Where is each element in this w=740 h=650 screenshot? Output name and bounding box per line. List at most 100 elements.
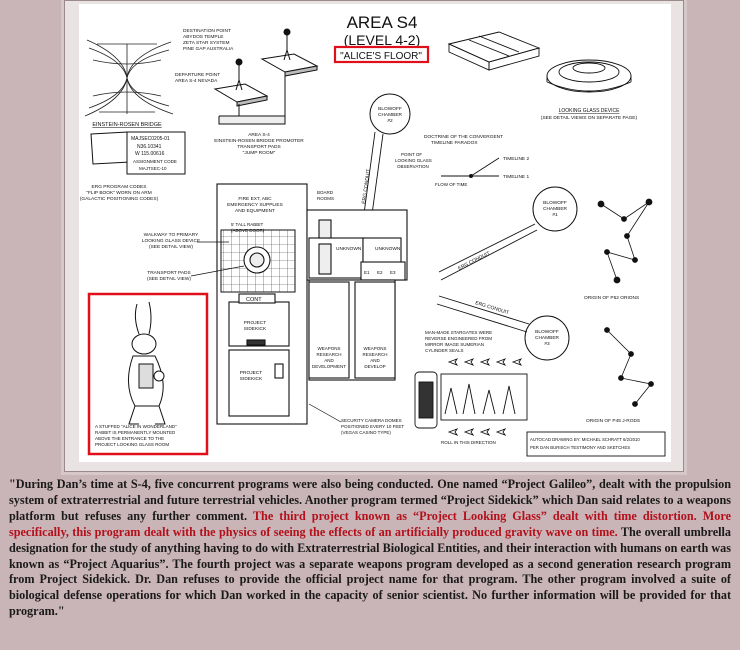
svg-text:BLOWOFF: BLOWOFF: [543, 200, 567, 206]
caption-highlight: The third project known as “Project Look…: [9, 508, 731, 539]
svg-text:CHAMBER: CHAMBER: [378, 112, 403, 118]
svg-text:TIMELINE 2: TIMELINE 2: [503, 156, 529, 162]
svg-text:LOOKING GLASS DEVICE: LOOKING GLASS DEVICE: [142, 238, 200, 244]
svg-text:"FLIP BOOK" WORN ON ARM: "FLIP BOOK" WORN ON ARM: [86, 190, 151, 196]
svg-text:E1: E1: [364, 270, 370, 275]
isometric-room-graphic: [447, 31, 541, 71]
autocad-credit-line2: PER DAN BURISCH TESTIMONY AND SKETCHES: [530, 445, 630, 450]
svg-text:AND EQUIPMENT: AND EQUIPMENT: [235, 208, 275, 214]
svg-text:SIDEKICK: SIDEKICK: [244, 326, 267, 332]
svg-text:UNKNOWN: UNKNOWN: [375, 246, 401, 252]
svg-text:DEPARTURE POINT: DEPARTURE POINT: [175, 72, 220, 78]
svg-text:"JUMP ROOM": "JUMP ROOM": [243, 150, 276, 156]
svg-text:AREA S-4 NEVADA: AREA S-4 NEVADA: [175, 78, 218, 84]
svg-text:ERG PROGRAM CODES: ERG PROGRAM CODES: [92, 184, 147, 190]
floor-plan: [216, 183, 408, 425]
stargates-text: MAN-MADE STARGATES WERE REVERSE ENGINEER…: [425, 330, 492, 353]
svg-text:N36.10341: N36.10341: [137, 144, 162, 150]
svg-text:PROJECT: PROJECT: [244, 320, 266, 326]
svg-text:TIMELINE PARADOX: TIMELINE PARADOX: [431, 140, 478, 146]
erg-conduit-label-3: ERG CONDUIT: [474, 300, 509, 316]
transport-pads-text: TRANSPORT PADS (SEE DETAIL VIEW): [147, 265, 245, 282]
svg-text:#3: #3: [544, 341, 550, 347]
svg-text:PROJECT: PROJECT: [240, 370, 262, 376]
orion-p45-graphic: [604, 327, 654, 407]
promoter-text: AREA S-4 EINSTEIN-ROSEN BRIDGE PROMOTER …: [214, 132, 304, 156]
svg-text:DEVELOP: DEVELOP: [364, 364, 385, 369]
transport-pads-graphic: [213, 28, 319, 125]
svg-text:POSITIONED EVERY 10 FEET: POSITIONED EVERY 10 FEET: [341, 424, 404, 429]
svg-text:BLOWOFF: BLOWOFF: [378, 106, 402, 112]
blowoff-chamber-3: BLOWOFF CHAMBER #3: [524, 315, 570, 361]
svg-text:LOOKING GLASS: LOOKING GLASS: [395, 158, 432, 163]
diagram-subtitle: (LEVEL 4-2): [344, 32, 421, 48]
cylinder-seals-graphic: [414, 358, 528, 436]
svg-text:MAJTSEC-10: MAJTSEC-10: [139, 166, 167, 171]
svg-text:UNKNOWN: UNKNOWN: [336, 246, 362, 252]
orion-p52-label: ORIGIN OF P52 ORIONS: [584, 295, 639, 301]
svg-text:CHAMBER: CHAMBER: [543, 206, 568, 212]
svg-text:RESEARCH: RESEARCH: [316, 352, 341, 357]
svg-text:ROOMS: ROOMS: [317, 196, 334, 201]
orion-p52-graphic: [597, 198, 653, 284]
svg-text:ABYDOS TEMPLE: ABYDOS TEMPLE: [183, 34, 223, 40]
svg-text:AND: AND: [324, 358, 334, 363]
svg-text:ABOVE THE ENTRANCE TO THE: ABOVE THE ENTRANCE TO THE: [95, 436, 164, 441]
svg-text:MAJSEC0205-01: MAJSEC0205-01: [131, 136, 170, 142]
svg-text:RESEARCH: RESEARCH: [362, 352, 387, 357]
svg-text:DOCTRINE OF THE CONVERGENT: DOCTRINE OF THE CONVERGENT: [424, 134, 503, 140]
einstein-rosen-bridge-graphic: [84, 39, 174, 117]
svg-text:MIRROR IMAGE SUMERIAN: MIRROR IMAGE SUMERIAN: [425, 342, 484, 347]
svg-text:RABBIT IS PERMANENTLY MOUNTED: RABBIT IS PERMANENTLY MOUNTED: [95, 430, 176, 435]
svg-text:OBSERVATION: OBSERVATION: [397, 164, 429, 169]
svg-text:WALKWAY TO PRIMARY: WALKWAY TO PRIMARY: [144, 232, 199, 238]
svg-text:AREA S-4: AREA S-4: [248, 132, 270, 138]
destination-text: DESTINATION POINT ABYDOS TEMPLE ZETA STA…: [183, 28, 234, 52]
diagram-canvas: AREA S4 (LEVEL 4-2) "ALICE'S FLOOR" EINS…: [80, 13, 666, 457]
erg-codes-text: ERG PROGRAM CODES "FLIP BOOK" WORN ON AR…: [80, 184, 159, 202]
svg-text:#2: #2: [387, 118, 393, 124]
einstein-bridge-label: EINSTEIN-ROSEN BRIDGE: [92, 122, 162, 128]
svg-text:#1: #1: [552, 212, 558, 218]
svg-text:MAN-MADE STARGATES WERE: MAN-MADE STARGATES WERE: [425, 330, 492, 335]
svg-text:(SEE DETAIL VIEW): (SEE DETAIL VIEW): [149, 244, 193, 250]
looking-glass-device-text: LOOKING GLASS DEVICE (SEE DETAIL VIEWS O…: [541, 108, 638, 121]
svg-text:E3: E3: [390, 270, 396, 275]
svg-text:FIRE EXT, ABC: FIRE EXT, ABC: [238, 196, 272, 202]
svg-text:(VEGAS CASINO TYPE): (VEGAS CASINO TYPE): [341, 430, 391, 435]
caption-text-1: "During Dan’s time at S-4, five concurre…: [9, 477, 731, 523]
caption-text-2: The overall umbrella designation for the…: [9, 524, 731, 619]
diagram-title: AREA S4: [347, 13, 418, 32]
svg-text:SECURITY CAMERA DOMES: SECURITY CAMERA DOMES: [341, 418, 402, 423]
svg-text:(GALACTIC POSITIONING CODES): (GALACTIC POSITIONING CODES): [80, 196, 159, 202]
erg-flip-book-graphic: [90, 131, 186, 175]
erg-conduit-label-2: ERG CONDUIT: [457, 251, 491, 272]
floor-plan-labels: FIRE EXT, ABC EMERGENCY SUPPLIES AND EQU…: [227, 190, 401, 382]
svg-text:TIMELINE 1: TIMELINE 1: [503, 174, 529, 180]
autocad-credit-line1: AUTOCAD DRAWING BY: MICHAEL SCHRATT 6/2/…: [530, 437, 640, 442]
svg-text:CYLINDER SEALS: CYLINDER SEALS: [425, 348, 464, 353]
svg-text:EINSTEIN-ROSEN BRIDGE PROMOTER: EINSTEIN-ROSEN BRIDGE PROMOTER: [214, 138, 304, 144]
svg-text:PINE GAP AUSTRALIA: PINE GAP AUSTRALIA: [183, 46, 234, 52]
area-s4-diagram: AREA S4 (LEVEL 4-2) "ALICE'S FLOOR" EINS…: [79, 4, 671, 462]
svg-text:ZETA STAR SYSTEM: ZETA STAR SYSTEM: [183, 40, 229, 46]
white-rabbit-illustration: [128, 301, 166, 425]
svg-text:5' TALL RABBIT: 5' TALL RABBIT: [231, 222, 264, 227]
majestic-codes: MAJSEC0205-01 N36.10341 W 115.00616 ASSI…: [131, 136, 177, 171]
roll-direction-label: ROLL IN THIS DIRECTION: [441, 440, 496, 445]
svg-text:CHAMBER: CHAMBER: [535, 335, 560, 341]
floor-label: "ALICE'S FLOOR": [340, 51, 422, 62]
svg-text:TRANSPORT PADS: TRANSPORT PADS: [237, 144, 280, 150]
svg-text:WEAPONS: WEAPONS: [317, 346, 340, 351]
svg-text:E2: E2: [377, 270, 383, 275]
blowoff-chamber-1: BLOWOFF CHAMBER #1: [532, 186, 578, 232]
departure-text: DEPARTURE POINT AREA S-4 NEVADA: [175, 72, 220, 84]
svg-text:BLOWOFF: BLOWOFF: [535, 329, 559, 335]
svg-text:W 115.00616: W 115.00616: [135, 151, 165, 157]
svg-text:A STUFFED "ALICE IN WONDERLAND: A STUFFED "ALICE IN WONDERLAND": [95, 424, 177, 429]
svg-text:(ABOVE DOOR): (ABOVE DOOR): [231, 228, 265, 233]
svg-text:EMERGENCY SUPPLIES: EMERGENCY SUPPLIES: [227, 202, 283, 208]
svg-text:PROJECT LOOKING GLASS ROOM: PROJECT LOOKING GLASS ROOM: [95, 442, 169, 447]
svg-text:CONT: CONT: [246, 297, 262, 303]
svg-text:WEAPONS: WEAPONS: [363, 346, 386, 351]
